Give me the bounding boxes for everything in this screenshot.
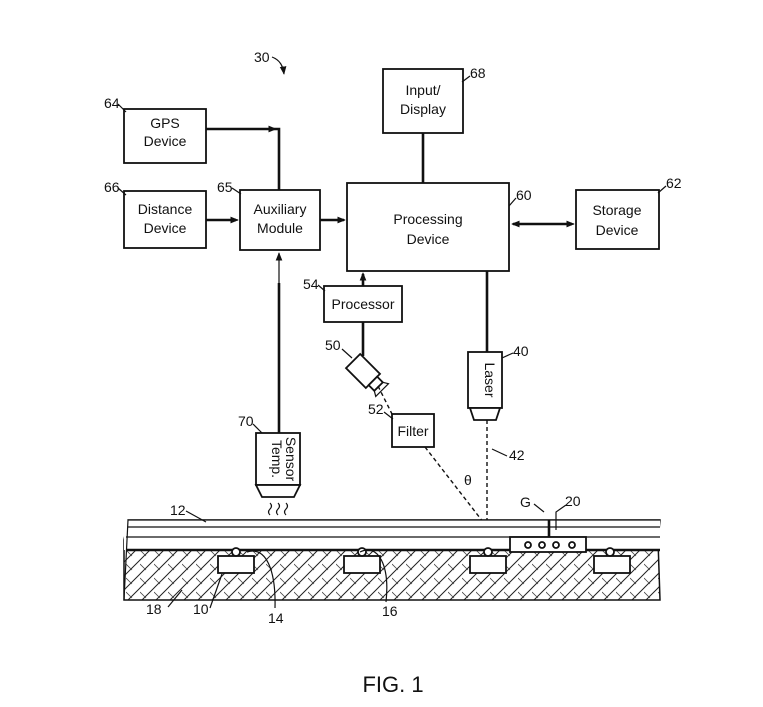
distance-ref: 66 — [104, 179, 120, 195]
filter-ref: 52 — [368, 401, 384, 417]
gps-ref: 64 — [104, 95, 120, 111]
distance-line1: Distance — [138, 201, 193, 217]
storage-ref: 62 — [666, 175, 682, 191]
gps-device-box: GPS Device — [124, 109, 206, 163]
camera-ref: 50 — [325, 337, 341, 353]
processing-device-box: Processing Device — [347, 183, 509, 271]
gap-ref: 20 — [565, 493, 581, 509]
heat-wave-icon — [269, 503, 288, 515]
camera-icon — [346, 354, 389, 397]
processing-line1: Processing — [393, 211, 462, 227]
gap-label: G — [520, 494, 531, 510]
storage-line1: Storage — [592, 202, 641, 218]
auxiliary-line2: Module — [257, 220, 303, 236]
filter-label: Filter — [397, 423, 428, 439]
beam-ref: 42 — [509, 447, 525, 463]
filter-to-rail-beam — [425, 447, 487, 527]
temp-sensor-ref: 70 — [238, 413, 254, 429]
auxiliary-ref: 65 — [217, 179, 233, 195]
distance-line2: Device — [144, 220, 187, 236]
figure-caption: FIG. 1 — [362, 672, 423, 697]
storage-device-box: Storage Device — [576, 190, 659, 249]
rail-track — [124, 520, 660, 600]
laser-label: Laser — [482, 362, 498, 397]
ground-ref: 18 — [146, 601, 162, 617]
processor-box: Processor — [324, 286, 402, 322]
filter-box: Filter — [392, 414, 434, 447]
temp-sensor-box: Temp. Sensor — [256, 433, 300, 497]
processor-ref: 54 — [303, 276, 319, 292]
fastener-ref-1: 14 — [268, 610, 284, 626]
tie-ref: 10 — [193, 601, 209, 617]
input-display-ref: 68 — [470, 65, 486, 81]
temp-sensor-line1: Temp. — [269, 440, 285, 478]
distance-device-box: Distance Device — [124, 191, 206, 248]
input-display-box: Input/ Display — [383, 69, 463, 133]
temp-sensor-ref-leader — [253, 424, 262, 433]
figure-ref: 30 — [254, 49, 270, 65]
camera-ref-leader — [342, 349, 352, 358]
fastener-ref-2: 16 — [382, 603, 398, 619]
input-display-line2: Display — [400, 101, 446, 117]
laser-box: Laser — [468, 352, 502, 420]
laser-ref-leader — [502, 353, 513, 358]
gap-label-leader — [534, 504, 544, 512]
processor-label: Processor — [331, 296, 394, 312]
auxiliary-module-box: Auxiliary Module — [240, 190, 320, 250]
laser-ref: 40 — [513, 343, 529, 359]
processing-ref: 60 — [516, 187, 532, 203]
beam-ref-leader — [492, 449, 507, 456]
gps-line2: Device — [144, 133, 187, 149]
storage-line2: Device — [596, 222, 639, 238]
processing-line2: Device — [407, 231, 450, 247]
beam-angle: θ — [464, 472, 472, 488]
figure-ref-arrow — [272, 57, 284, 74]
gps-line1: GPS — [150, 115, 180, 131]
rail-ref: 12 — [170, 502, 186, 518]
processing-ref-leader — [509, 198, 516, 206]
temp-sensor-line2: Sensor — [283, 437, 299, 482]
auxiliary-line1: Auxiliary — [254, 201, 307, 217]
input-display-line1: Input/ — [405, 82, 440, 98]
